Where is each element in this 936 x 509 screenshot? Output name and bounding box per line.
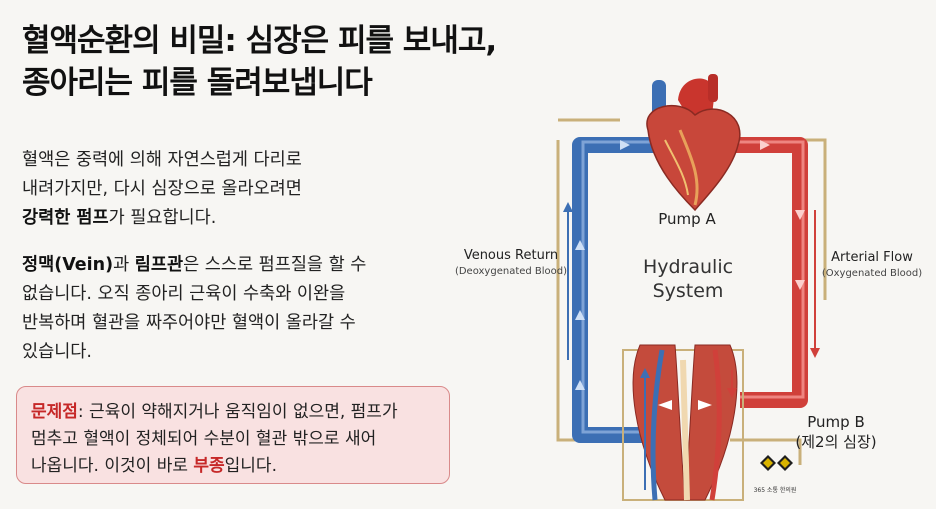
problem-text-1: : 근육이 약해지거나 움직임이 없으면, 펌프가 [77, 402, 398, 422]
calf-muscle-right [684, 344, 738, 501]
heart-shading [678, 129, 699, 206]
hydraulic-line-1: Hydraulic [642, 256, 734, 278]
pump-b-line-1: Pump B [807, 413, 865, 431]
arterial-title: Arterial Flow [831, 250, 913, 265]
logo-diamond-right-accent [780, 458, 790, 468]
vein-bold-1: 정맥(Vein) [22, 255, 114, 275]
venous-pipe [572, 137, 655, 443]
title-line-2: 종아리는 피를 돌려보냅니다 [22, 65, 373, 101]
squeeze-arrows [658, 400, 712, 410]
vein-line-1: 정맥(Vein)과 림프관은 스스로 펌프질을 할 수 [22, 251, 442, 280]
circulation-svg [556, 74, 827, 501]
calf-tendon [680, 359, 690, 501]
intro-bold: 강력한 펌프 [22, 208, 109, 228]
calf-side-arrows [640, 368, 737, 490]
problem-line-2: 멈추고 혈액이 정체되어 수분이 혈관 밖으로 새어 [31, 429, 377, 449]
vein-line-2: 없습니다. 오직 종아리 근육이 수축와 이완을 [22, 284, 346, 304]
problem-line-1: 문제점: 근육이 약해지거나 움직임이 없으면, 펌프가 [31, 399, 435, 426]
intro-line-2: 내려가지만, 다시 심장으로 올라오려면 [22, 179, 302, 199]
vein-line-4: 있습니다. [22, 342, 92, 362]
vein-bold-2: 림프관 [134, 255, 184, 275]
intro-rest: 가 필요합니다. [108, 208, 217, 228]
vein-paragraph: 정맥(Vein)과 림프관은 스스로 펌프질을 할 수 없습니다. 오직 종아리… [22, 251, 442, 367]
vein-line-3: 반복하며 혈관을 짜주어야만 혈액이 올라갈 수 [22, 313, 356, 333]
problem-callout: 문제점: 근육이 약해지거나 움직임이 없으면, 펌프가 멈추고 혈액이 정체되… [16, 386, 450, 484]
arrow-down-2 [795, 280, 805, 290]
hydraulic-line-2: System [652, 280, 724, 302]
calf-vein-left [650, 349, 665, 501]
title-line-1: 혈액순환의 비밀: 심장은 피를 보내고, [22, 23, 497, 59]
intro-line-1: 혈액은 중력에 의해 자연스럽게 다리로 [22, 150, 302, 170]
venous-subtitle: (Deoxygenated Blood) [454, 266, 568, 277]
clinic-logo-text: 365 소통 한의원 [753, 487, 797, 494]
problem-text-3a: 나옵니다. 이것이 바로 [31, 456, 194, 476]
arterial-arrows [760, 140, 805, 290]
arrow-up-3 [575, 240, 585, 250]
venous-pipe-highlight [581, 140, 655, 434]
hydraulic-system-label: Hydraulic System [633, 255, 743, 303]
intro-line-3: 강력한 펌프가 필요합니다. [22, 204, 442, 233]
vein-text-1: 과 [113, 255, 135, 275]
vein-text-2: 은 스스로 펌프질을 할 수 [183, 255, 367, 275]
problem-keyword: 부종 [193, 456, 225, 476]
calf-red-head [727, 388, 737, 398]
squeeze-arrow-left [658, 400, 672, 410]
venous-return-label: Venous Return (Deoxygenated Blood) [446, 248, 576, 280]
calf-illustration [622, 344, 744, 501]
problem-label: 문제점 [31, 402, 78, 422]
venous-arrows [575, 140, 630, 390]
problem-line-3: 나옵니다. 이것이 바로 부종입니다. [31, 453, 435, 480]
arrow-down-1 [795, 210, 805, 220]
circulation-diagram: Pump A Hydraulic System Venous Return (D… [440, 60, 936, 505]
page-title: 혈액순환의 비밀: 심장은 피를 보내고, 종아리는 피를 돌려보냅니다 [22, 20, 642, 104]
pump-a-label: Pump A [658, 210, 716, 228]
pump-b-line-2: (제2의 심장) [795, 433, 877, 451]
flow-lines [563, 202, 820, 360]
arrow-right-1 [620, 140, 630, 150]
logo-diamond-left-accent [763, 458, 773, 468]
pulmonary-vein [708, 74, 718, 102]
squeeze-arrow-right [698, 400, 712, 410]
intro-paragraph: 혈액은 중력에 의해 자연스럽게 다리로 내려가지만, 다시 심장으로 올라오려… [22, 146, 442, 233]
arterial-subtitle: (Oxygenated Blood) [821, 268, 923, 279]
venous-title: Venous Return [463, 248, 559, 263]
arrow-up-2 [575, 310, 585, 320]
problem-text-3b: 입니다. [224, 456, 277, 476]
pump-b-label: Pump B (제2의 심장) [788, 412, 884, 452]
arrow-right-2 [760, 140, 770, 150]
arterial-flow-head [810, 348, 820, 358]
heart-body [646, 104, 741, 212]
arterial-flow-label: Arterial Flow (Oxygenated Blood) [808, 250, 936, 282]
arrow-up-1 [575, 380, 585, 390]
coronary-vessel [664, 139, 689, 196]
calf-artery-right [709, 349, 722, 501]
venous-flow-head [563, 202, 573, 212]
clinic-logo-icon [760, 455, 793, 471]
heart-illustration [646, 74, 741, 212]
calf-blue-head [640, 368, 650, 378]
